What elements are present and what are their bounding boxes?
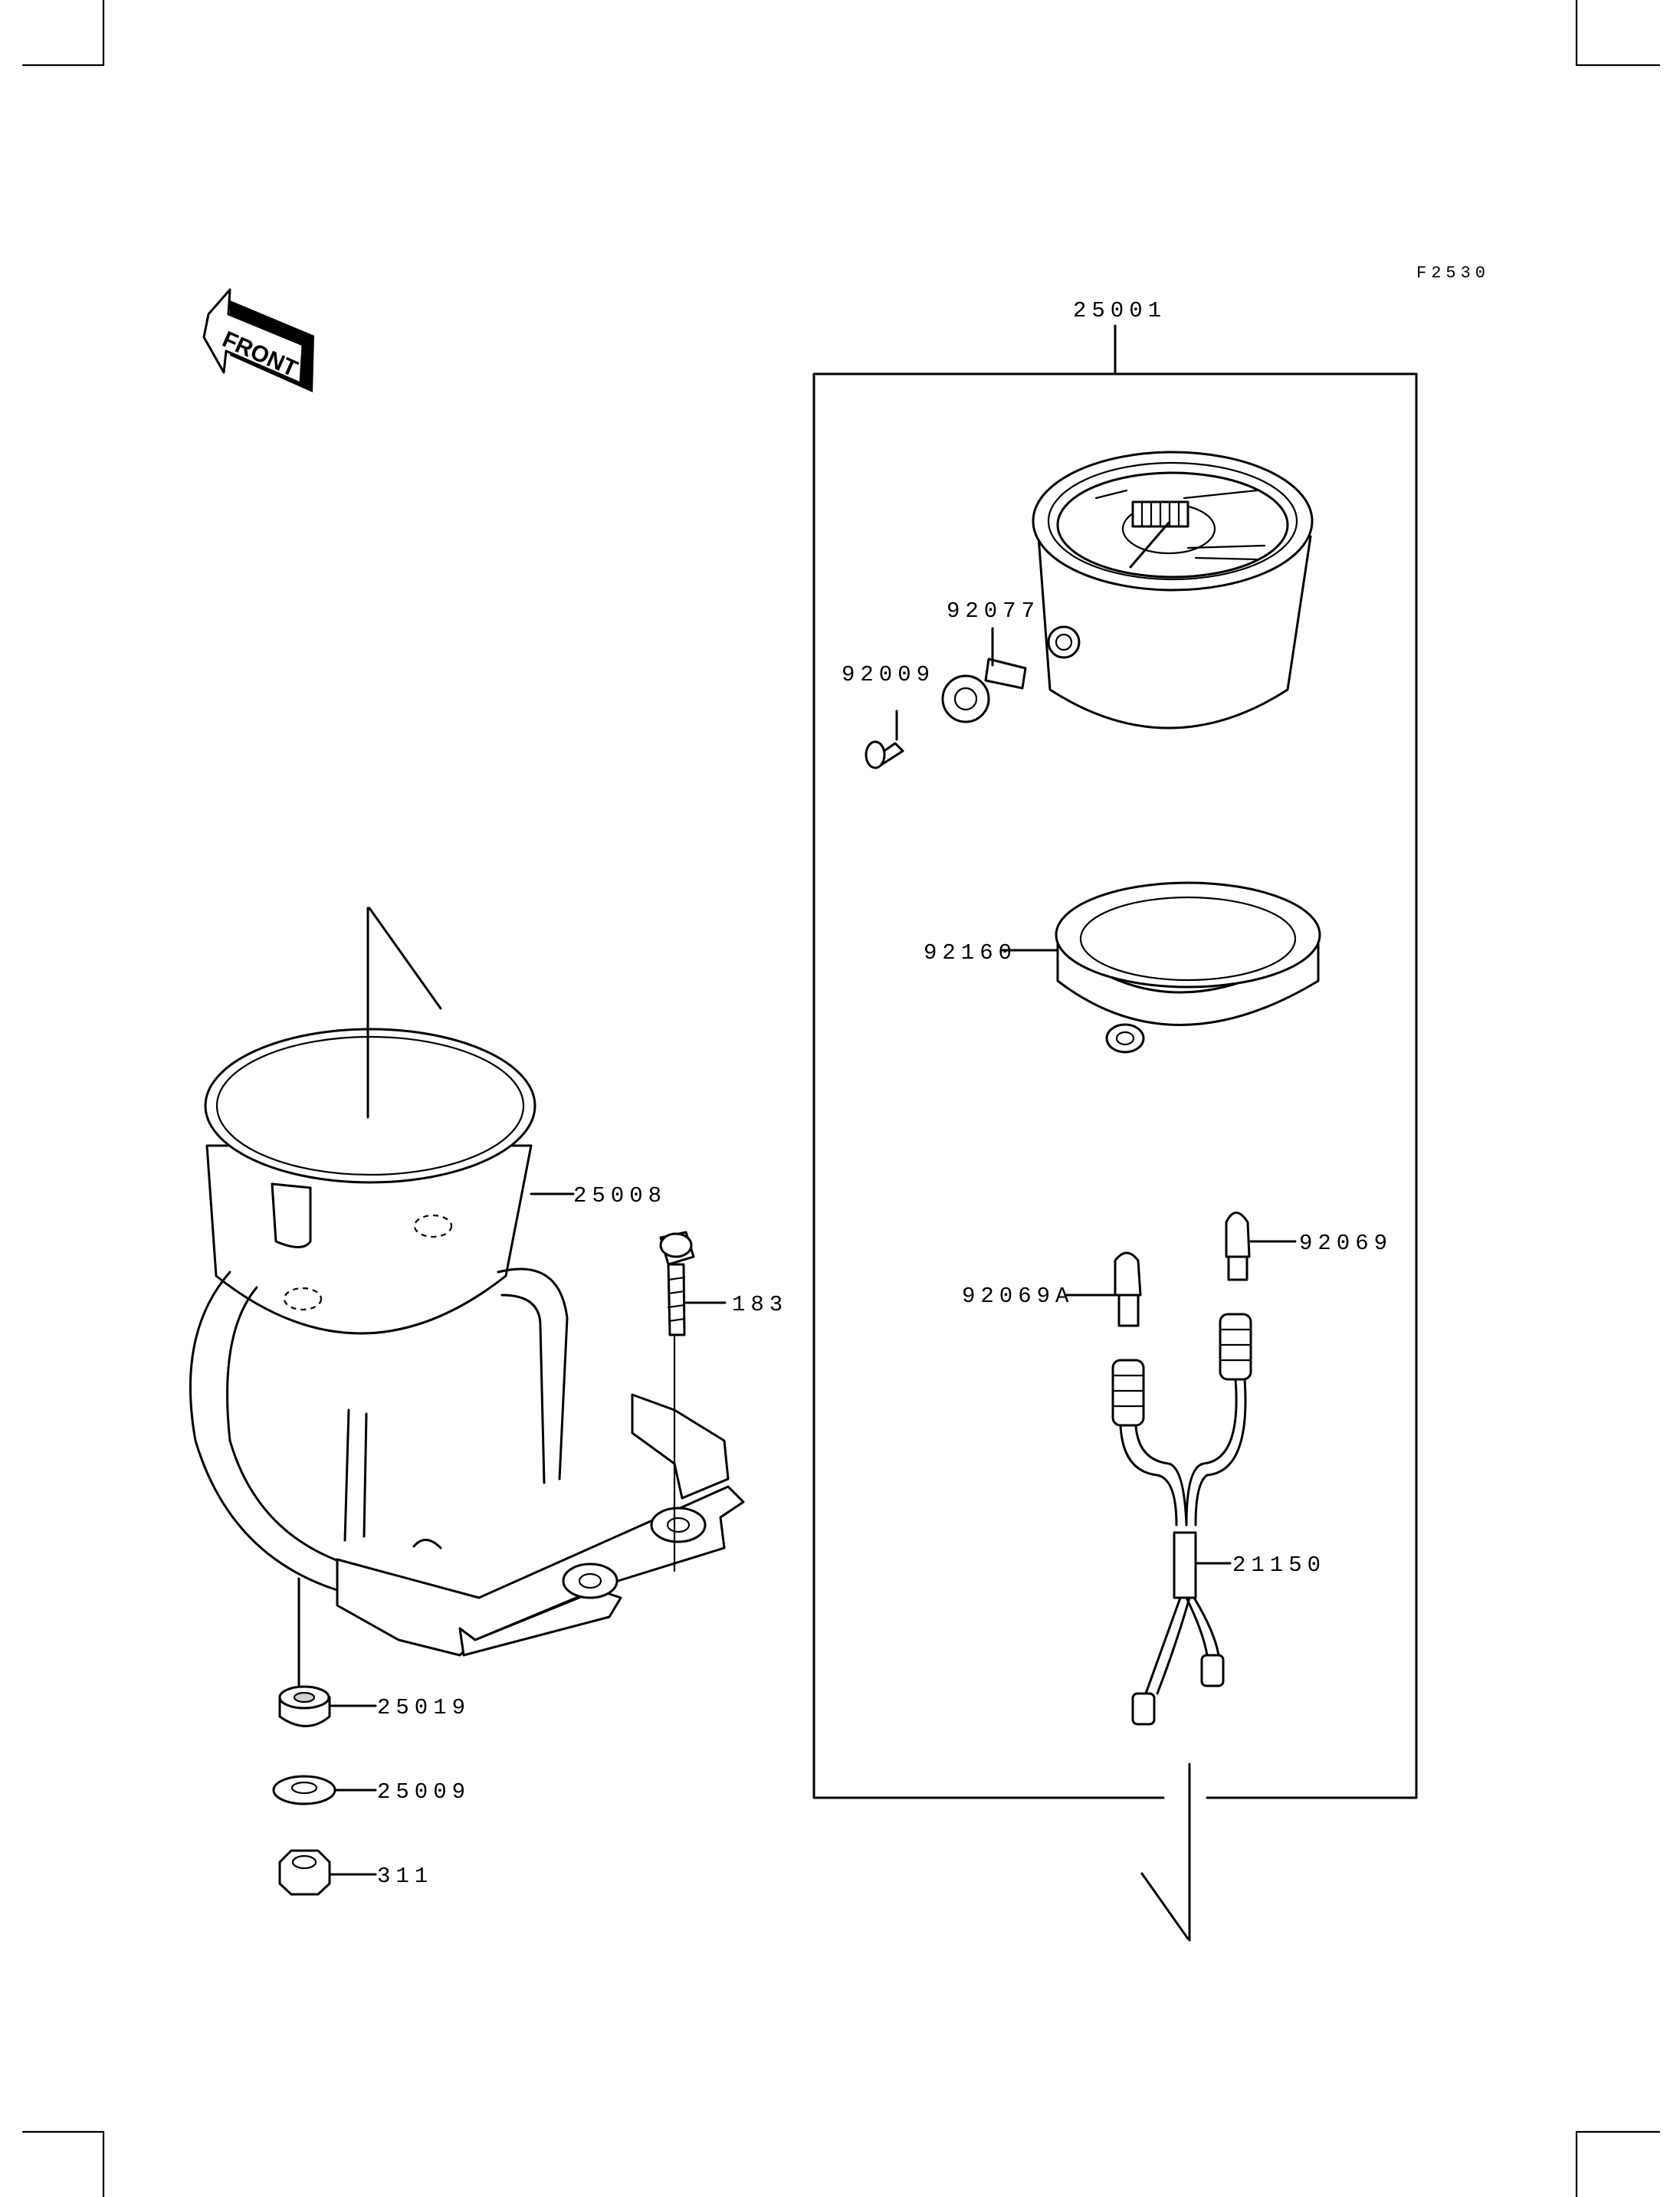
nut-icon: 311 bbox=[278, 1849, 433, 1896]
figure-code: F2530 bbox=[1416, 264, 1490, 283]
harness-icon: 21150 bbox=[1111, 1313, 1326, 1726]
meter-case-icon: 25008 bbox=[189, 907, 745, 1657]
gear-icon: 92077 bbox=[941, 598, 1040, 723]
bulb-icon: 92069 bbox=[1225, 1212, 1393, 1281]
screw-icon: 92009 bbox=[842, 662, 935, 769]
part-label-25008: 25008 bbox=[573, 1183, 667, 1208]
assembly-label: 25001 bbox=[1073, 298, 1166, 323]
bulb-icon: 92069A bbox=[962, 1251, 1142, 1327]
part-label-92069A: 92069A bbox=[962, 1284, 1074, 1309]
assembly-bracket: 25001 bbox=[812, 298, 1418, 1942]
front-arrow-icon: FRONT bbox=[202, 288, 314, 392]
part-label-183: 183 bbox=[732, 1292, 788, 1317]
speedometer-icon bbox=[1032, 451, 1314, 730]
crop-marks bbox=[21, 0, 1661, 2197]
part-label-25009: 25009 bbox=[377, 1779, 471, 1805]
part-label-311: 311 bbox=[377, 1864, 433, 1889]
washer-icon: 25009 bbox=[272, 1775, 471, 1805]
damper-icon: 25019 bbox=[278, 1685, 471, 1727]
part-label-92077: 92077 bbox=[947, 598, 1040, 624]
part-label-92009: 92009 bbox=[842, 662, 935, 687]
part-label-92160: 92160 bbox=[924, 940, 1017, 966]
part-label-92069: 92069 bbox=[1299, 1231, 1393, 1256]
part-label-21150: 21150 bbox=[1232, 1553, 1326, 1578]
ring-icon: 92160 bbox=[924, 881, 1321, 1054]
part-label-25019: 25019 bbox=[377, 1695, 471, 1720]
bolt-icon: 183 bbox=[659, 1231, 788, 1336]
